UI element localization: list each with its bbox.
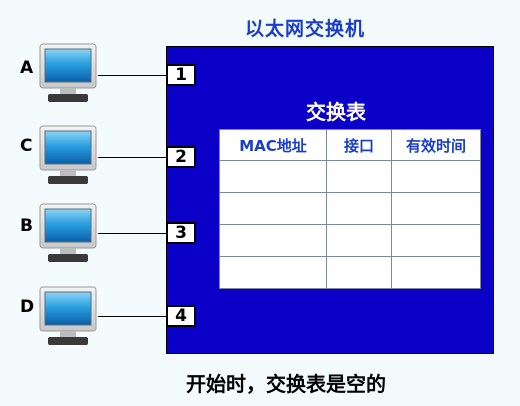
table-row bbox=[219, 224, 481, 257]
computer-b-icon bbox=[39, 203, 97, 262]
port-2: 2 bbox=[166, 146, 196, 168]
computer-a-icon bbox=[39, 43, 97, 102]
table-cell bbox=[219, 192, 327, 225]
host-label-a: A bbox=[20, 58, 34, 78]
link-d-port-4 bbox=[98, 316, 166, 317]
table-cell bbox=[391, 224, 481, 257]
host-label-d: D bbox=[20, 297, 35, 317]
switch-title: 以太网交换机 bbox=[245, 18, 366, 40]
table-cell bbox=[219, 160, 327, 193]
link-c-port-2 bbox=[98, 157, 166, 158]
table-cell bbox=[326, 160, 392, 193]
table-cell bbox=[326, 192, 392, 225]
table-cell bbox=[219, 224, 327, 257]
table-row bbox=[219, 256, 481, 289]
table-cell bbox=[326, 256, 392, 289]
column-header-mac: MAC地址 bbox=[219, 129, 327, 161]
table-cell bbox=[326, 224, 392, 257]
table-cell bbox=[391, 192, 481, 225]
switch-table: MAC地址 接口 有效时间 bbox=[219, 129, 481, 289]
port-1: 1 bbox=[166, 64, 196, 86]
table-cell bbox=[391, 160, 481, 193]
host-label-b: B bbox=[20, 216, 33, 236]
port-3: 3 bbox=[166, 222, 196, 244]
link-a-port-1 bbox=[98, 75, 166, 76]
computer-d-icon bbox=[39, 286, 97, 345]
host-label-c: C bbox=[20, 136, 33, 156]
table-header-row: MAC地址 接口 有效时间 bbox=[219, 129, 481, 161]
caption: 开始时，交换表是空的 bbox=[186, 372, 386, 396]
computer-c-icon bbox=[39, 125, 97, 184]
table-cell bbox=[219, 256, 327, 289]
link-b-port-3 bbox=[98, 233, 166, 234]
column-header-port: 接口 bbox=[326, 129, 392, 161]
port-4: 4 bbox=[166, 305, 196, 327]
table-row bbox=[219, 160, 481, 193]
switch-table-title: 交换表 bbox=[306, 100, 366, 124]
table-cell bbox=[391, 256, 481, 289]
table-row bbox=[219, 192, 481, 225]
column-header-ttl: 有效时间 bbox=[391, 129, 481, 161]
